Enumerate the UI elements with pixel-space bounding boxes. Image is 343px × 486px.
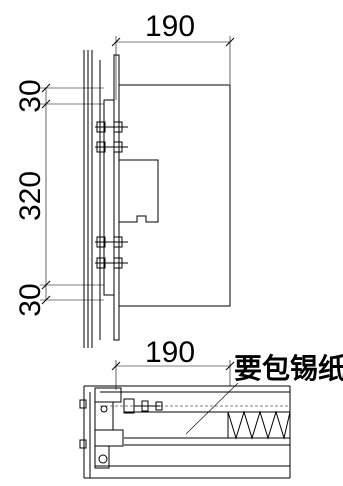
top-gap-label: 30 [14,79,47,112]
vertical-dimension-chain: 30 320 30 [14,79,104,317]
top-width-dimension: 190 [111,10,235,100]
top-width-label: 190 [145,10,195,43]
annotation-leader [185,382,239,435]
bolt-group-lower [95,236,128,269]
bottom-gap-label: 30 [14,283,47,316]
plan-view [79,385,291,479]
inner-component [119,159,159,223]
wall-lines [83,50,101,348]
equipment-box [118,84,231,307]
lower-width-dimension: 190 [111,336,235,390]
foil-annotation: 要包锡纸 [234,352,343,385]
middle-gap-label: 320 [14,171,47,221]
lower-width-label: 190 [145,336,195,369]
mounting-bracket [103,54,120,341]
bolt-group-upper [95,121,128,153]
